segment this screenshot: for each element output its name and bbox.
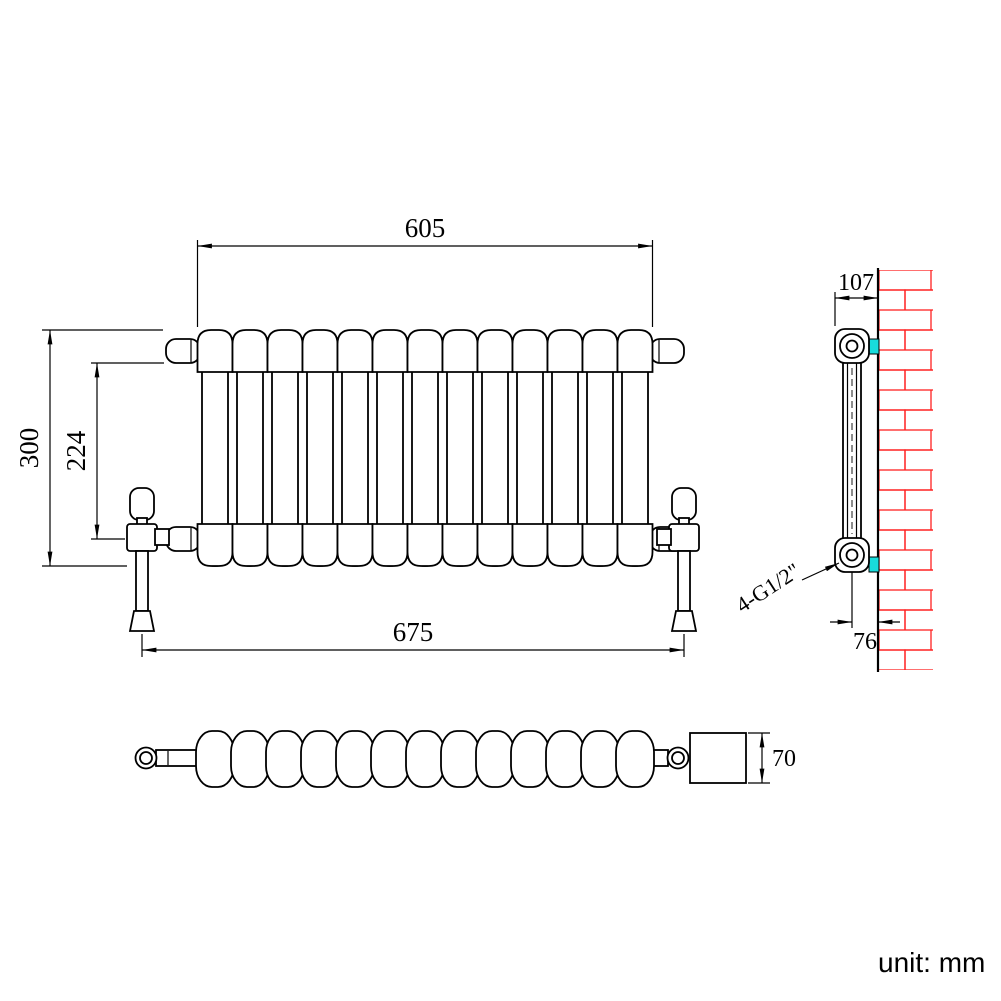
end-plug-bottom-left xyxy=(165,526,201,552)
radiator-column xyxy=(301,329,339,567)
right-valve-union xyxy=(656,528,672,546)
top-section xyxy=(195,730,235,788)
top-section xyxy=(300,730,340,788)
right-valve-pipe xyxy=(677,550,691,612)
dim-label-wall-offset: 76 xyxy=(853,629,877,655)
radiator-columns xyxy=(196,329,654,567)
left-valve xyxy=(126,487,170,632)
dim-label-width-overall: 675 xyxy=(393,617,434,647)
dim-label-width-top: 605 xyxy=(405,213,446,243)
right-valve-handle xyxy=(671,487,697,521)
radiator-column xyxy=(196,329,234,567)
leader-line xyxy=(801,562,840,581)
wall-bracket-top xyxy=(868,338,880,355)
top-section xyxy=(230,730,270,788)
side-dimensions: 107 76 4-G1/2" xyxy=(731,270,900,655)
left-valve-body xyxy=(126,523,158,552)
radiator-column xyxy=(231,329,269,567)
side-bottom-tapping-inner xyxy=(845,548,859,562)
top-section xyxy=(370,730,410,788)
end-plug-top-left xyxy=(165,338,201,364)
radiator-column xyxy=(511,329,549,567)
top-left-valve-end xyxy=(134,746,199,770)
top-wall-block xyxy=(689,732,747,784)
dim-label-depth: 107 xyxy=(838,270,874,296)
wall-bracket-bottom xyxy=(868,556,880,573)
unit-label: unit: mm xyxy=(878,947,985,978)
top-section xyxy=(580,730,620,788)
top-view: 70 xyxy=(134,730,796,788)
right-valve-base xyxy=(670,610,698,632)
top-right-ring-inner xyxy=(671,751,685,765)
top-section xyxy=(615,730,655,788)
dim-height: 300 xyxy=(14,329,163,567)
left-valve-handle xyxy=(129,487,155,521)
side-top-tapping-inner xyxy=(845,339,859,353)
thread-size-label: 4-G1/2" xyxy=(731,558,804,618)
top-section xyxy=(335,730,375,788)
top-section xyxy=(545,730,585,788)
right-valve-body xyxy=(668,523,700,552)
radiator-column xyxy=(581,329,619,567)
right-valve xyxy=(656,487,700,632)
side-view xyxy=(834,268,933,672)
radiator-column xyxy=(336,329,374,567)
dim-tapping-height: 224 xyxy=(61,362,164,540)
dim-label-top-depth: 70 xyxy=(772,746,796,772)
top-left-ring-inner xyxy=(139,751,153,765)
left-valve-base xyxy=(128,610,156,632)
dim-label-height: 300 xyxy=(14,428,44,469)
top-section xyxy=(265,730,305,788)
radiator-column xyxy=(546,329,584,567)
radiator-column xyxy=(406,329,444,567)
left-valve-union xyxy=(154,528,170,546)
dim-depth: 107 xyxy=(834,270,878,326)
dim-width-top: 605 xyxy=(196,213,654,327)
dim-label-tapping-height: 224 xyxy=(61,430,91,471)
top-sections xyxy=(195,730,655,788)
front-view xyxy=(126,329,700,632)
top-section xyxy=(510,730,550,788)
dim-wall-offset: 76 xyxy=(830,572,900,655)
radiator-column xyxy=(616,329,654,567)
dim-top-depth: 70 xyxy=(748,732,796,784)
thread-callout: 4-G1/2" xyxy=(731,558,840,618)
radiator-column xyxy=(441,329,479,567)
dim-width-overall: 675 xyxy=(141,617,685,657)
left-valve-pipe xyxy=(135,550,149,612)
radiator-column xyxy=(266,329,304,567)
top-section xyxy=(475,730,515,788)
brick-wall xyxy=(879,270,933,670)
top-section xyxy=(440,730,480,788)
top-right-valve-end xyxy=(651,732,747,784)
radiator-column xyxy=(371,329,409,567)
top-section xyxy=(405,730,445,788)
top-left-neck xyxy=(155,749,199,767)
end-plug-top-right xyxy=(649,338,685,364)
front-dimensions: 605 300 224 675 xyxy=(14,213,685,657)
radiator-column xyxy=(476,329,514,567)
radiator-side-profile xyxy=(834,328,870,573)
